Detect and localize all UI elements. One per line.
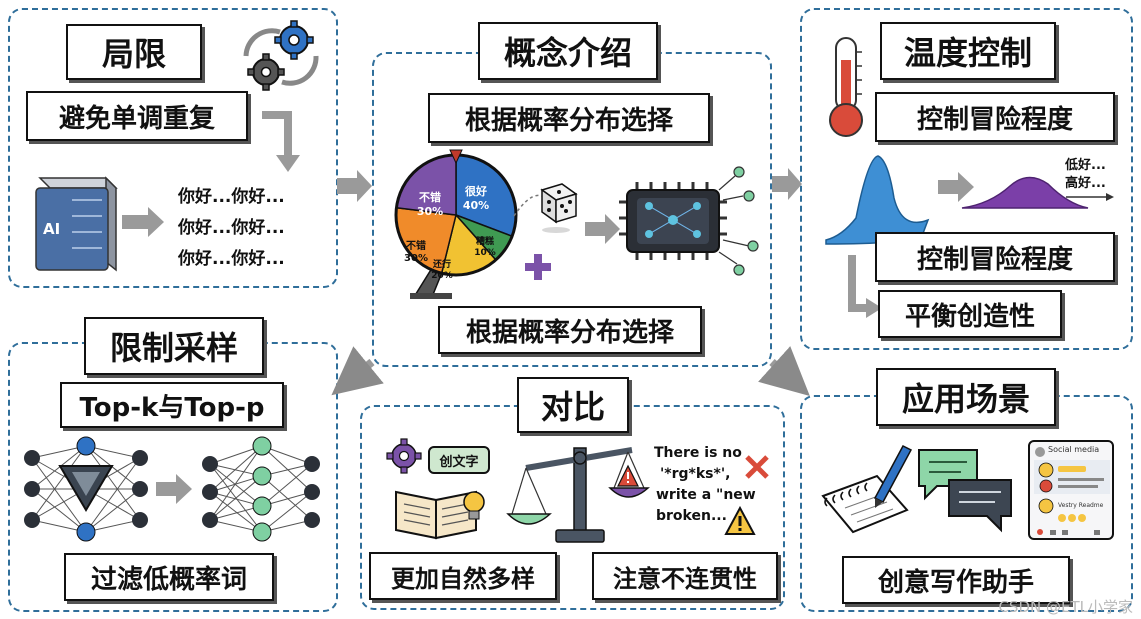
social-avatar-icon [1035, 447, 1045, 457]
concept-title: 概念介绍 [478, 22, 658, 80]
broken-text-line-1: There is no [654, 445, 742, 461]
balance-scale-icon [506, 447, 650, 543]
concept-top-label: 根据概率分布选择 [428, 93, 710, 143]
wheel-pct-bad: 10% [474, 248, 496, 258]
temperature-label-3: 平衡创造性 [878, 290, 1062, 338]
gear-icon [386, 438, 422, 474]
sampling-bottom-label: 过滤低概率词 [64, 553, 274, 601]
temperature-title: 温度控制 [880, 22, 1056, 80]
gears-icon [243, 20, 319, 91]
plus-icon [525, 254, 551, 280]
ai-server-icon: AI [35, 176, 118, 272]
chat-bubbles-icon [918, 449, 1012, 533]
social-media-line: Vestry Readme [1058, 502, 1104, 509]
broken-text-line-3: write a "new [656, 487, 756, 503]
arrow-curve-to-curve [938, 172, 974, 202]
repeat-line-3: 你好...你好... [178, 249, 285, 269]
wheel-label-bad: 糟糕 [476, 235, 494, 247]
curve-arrow-icon [1066, 193, 1114, 201]
book-icon [395, 490, 485, 540]
wheel-pct-fine2: 30% [417, 205, 443, 218]
wheel-label-ok: 还行 [432, 258, 451, 270]
wheel-label-good: 很好 [464, 184, 487, 198]
notebook-pen-icon [821, 445, 913, 534]
temperature-label-1: 控制冒险程度 [875, 92, 1115, 142]
wheel-label-fine: 不错 [406, 239, 426, 252]
arrow-concept-to-applications [758, 346, 810, 397]
curve-label-high: 高好... [1065, 176, 1106, 191]
neural-chip-icon [619, 166, 759, 276]
social-post-icons [1034, 460, 1110, 535]
sampling-subtitle: Top-k与Top-p [60, 382, 284, 428]
arrow-concept-to-temperature [772, 168, 802, 200]
repeat-line-2: 你好...你好... [178, 218, 285, 238]
limitation-title: 局限 [66, 24, 202, 80]
arrow-temp-down [848, 255, 870, 312]
social-media-card: Social media Vestry Readme [1028, 440, 1114, 540]
broken-text-line-4: broken... [656, 508, 727, 524]
curve-label-low: 低好... [1065, 158, 1106, 173]
arrow-limitation-to-concept [337, 170, 372, 202]
wheel-pct-ok: 20% [431, 271, 453, 281]
social-media-title: Social media [1048, 445, 1100, 454]
broken-text-line-2: '*rg*ks*', [660, 466, 731, 482]
compare-label-right: 注意不连贯性 [592, 552, 778, 600]
speech-bubble-text: 创文字 [439, 454, 479, 470]
concept-bottom-label: 根据概率分布选择 [438, 306, 702, 354]
cross-icon [745, 455, 769, 479]
wheel-pct-fine: 30% [404, 253, 428, 264]
sampling-title: 限制采样 [84, 317, 264, 375]
flat-distribution-curve [961, 176, 1089, 209]
temperature-label-2: 控制冒险程度 [875, 232, 1115, 282]
arrow-ai-to-text [122, 207, 164, 237]
applications-title: 应用场景 [876, 368, 1056, 426]
panel-limitation [8, 8, 338, 288]
wheel-label-fine2: 不错 [419, 190, 441, 204]
limitation-subtitle: 避免单调重复 [26, 91, 248, 141]
wheel-pct-good: 40% [463, 199, 489, 212]
applications-bottom-label: 创意写作助手 [842, 556, 1070, 604]
panel-temperature [800, 8, 1133, 350]
thermometer-icon [829, 37, 863, 137]
ai-label: AI [43, 220, 60, 238]
speech-bubble: 创文字 [428, 446, 490, 474]
arrow-dice-to-chip [585, 214, 620, 244]
compare-title: 对比 [517, 377, 629, 433]
filtered-network-icon [202, 436, 320, 542]
probability-wheel: 很好 40% 糟糕 10% 还行 20% 不错 30% 不错 30% [394, 149, 518, 299]
compare-label-left: 更加自然多样 [369, 552, 557, 600]
arrow-network-to-network [156, 474, 192, 504]
watermark: CSDN @ETL小学家 [998, 598, 1133, 616]
repeat-line-1: 你好...你好... [178, 187, 285, 207]
dice-icon [513, 183, 578, 233]
filter-network-icon [24, 436, 148, 542]
warning-icon [724, 506, 756, 535]
arrow-concept-to-sampling [331, 346, 384, 396]
arrow-subtitle-down [262, 111, 292, 160]
